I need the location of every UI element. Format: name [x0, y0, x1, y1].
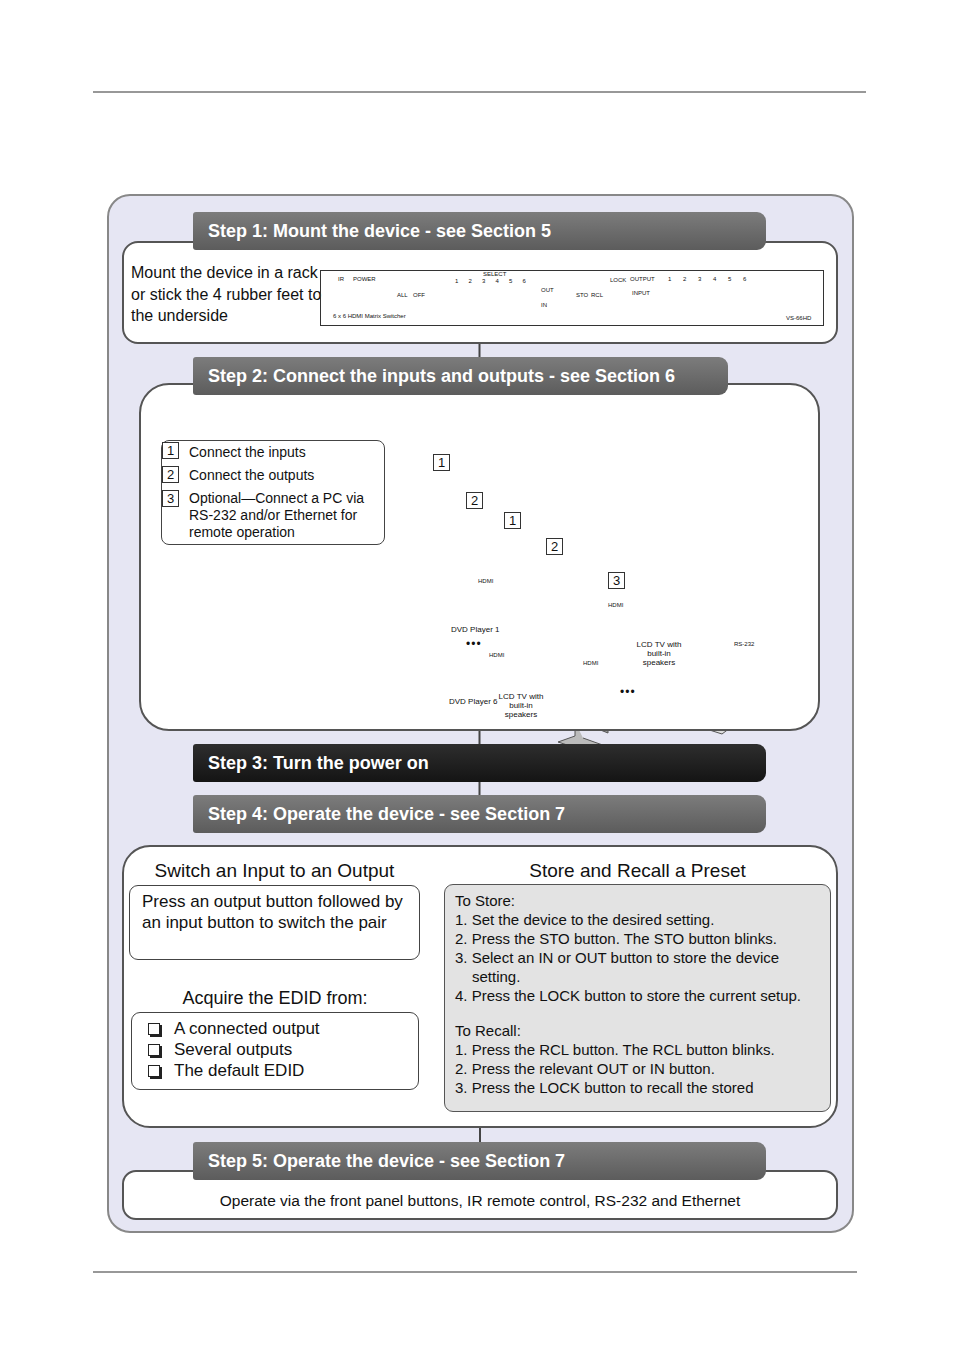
part-label: STO: [576, 292, 588, 299]
front-panel: 6 x 6 HDMI Matrix Switcher: [320, 270, 824, 326]
step-body: Mount the device in a rack or stick the …: [131, 262, 323, 327]
part-label: 5: [509, 278, 512, 285]
rule-line: [93, 91, 866, 92]
part-label: HDMI: [583, 660, 598, 667]
part-label: DVD Player 1: [451, 625, 499, 634]
part-label: IN: [541, 302, 547, 309]
part-label: LOCK: [610, 277, 626, 284]
part-label: 3: [482, 278, 485, 285]
connector: [479, 731, 481, 744]
part-label: RCL: [591, 292, 603, 299]
legend-box: Connect the inputsConnect the outputsOpt…: [161, 440, 385, 545]
callout-number: 1: [504, 512, 521, 529]
box-text: Press an output button followed by an in…: [142, 891, 407, 933]
step-band: Step 3: Turn the power on: [193, 744, 766, 782]
outer-panel: [108, 195, 853, 1232]
step-heading: Step 3: Turn the power on: [208, 753, 429, 773]
part-label: HDMI: [489, 652, 504, 659]
box-frame: To Store:1. Set the device to the desire…: [444, 884, 831, 1112]
box-text: A connected output: [174, 1018, 408, 1039]
box-text: 1. Set the device to the desired setting…: [455, 910, 820, 929]
box-heading: Switch an Input to an Output: [129, 858, 420, 885]
part-label: HDMI: [478, 578, 493, 585]
step-heading: Step 2: Connect the inputs and outputs -…: [208, 366, 675, 386]
box-text: 2. Press the relevant OUT or IN button.: [455, 1059, 820, 1078]
part-label: LCD TV with built-in speakers: [633, 640, 685, 667]
part-label: 2: [683, 276, 686, 283]
step-box: Step 2: Connect the inputs and outputs -…: [139, 357, 820, 731]
part-label: 6: [523, 278, 526, 285]
callout-number: 1: [162, 442, 179, 459]
legend-item: Connect the outputs: [189, 467, 378, 484]
legend-item: Connect the inputs: [189, 444, 378, 461]
callout-number: 1: [433, 454, 450, 471]
box-text: 4. Press the LOCK button to store the cu…: [455, 986, 820, 1005]
ellipsis: •••: [466, 638, 482, 650]
rule-line: [93, 1271, 857, 1272]
step-band: Step 5: Operate the device - see Section…: [193, 1142, 766, 1180]
part-label: OUTPUT: [630, 276, 655, 283]
preset-box: Store and Recall a PresetTo Store:1. Set…: [444, 858, 831, 1112]
panel-model-text: 6 x 6 HDMI Matrix Switcher: [333, 313, 406, 319]
part-label: SELECT: [483, 271, 506, 278]
box-frame: Press an output button followed by an in…: [129, 885, 420, 960]
part-label: 4: [496, 278, 499, 285]
part-label: 3: [698, 276, 701, 283]
step-heading: Step 1: Mount the device - see Section 5: [208, 221, 551, 241]
box-text: The default EDID: [174, 1060, 408, 1081]
step-box: Step 4: Operate the device - see Section…: [122, 795, 838, 1128]
body-text: Operate via the front panel buttons, IR …: [122, 1190, 838, 1212]
connector: [479, 344, 481, 357]
part-label: 1: [668, 276, 671, 283]
part-label: VS-66HD: [786, 315, 811, 322]
box-heading: Store and Recall a Preset: [444, 858, 831, 884]
part-label: RS-232: [734, 641, 754, 648]
callout-number: 3: [608, 572, 625, 589]
step-box: Step 5: Operate the device - see Section…: [122, 1142, 838, 1220]
part-label: 1: [455, 278, 458, 285]
part-label: OUT: [541, 287, 554, 294]
part-label: LCD TV with built-in speakers: [498, 692, 544, 719]
step-band: Step 2: Connect the inputs and outputs -…: [193, 357, 728, 395]
step-frame: [139, 383, 820, 731]
body-text: Mount the device in a rack or stick the …: [131, 262, 323, 327]
box-text: 3. Press the LOCK button to recall the s…: [455, 1078, 820, 1097]
step-heading: Step 4: Operate the device - see Section…: [208, 804, 565, 824]
callout-number: 2: [466, 492, 483, 509]
connector: [479, 782, 481, 795]
legend-item: Optional—Connect a PC via RS-232 and/or …: [189, 490, 378, 541]
part-label: 4: [713, 276, 716, 283]
callout-number: 2: [546, 538, 563, 555]
box-frame: A connected outputSeveral outputsThe def…: [131, 1012, 419, 1090]
box-text: To Store:: [455, 891, 820, 910]
instruction-box: Acquire the EDID from:A connected output…: [131, 985, 419, 1090]
step-heading: Step 5: Operate the device - see Section…: [208, 1151, 565, 1171]
box-text: Several outputs: [174, 1039, 408, 1060]
part-label: 5: [728, 276, 731, 283]
box-heading: Acquire the EDID from:: [131, 985, 419, 1012]
part-label: DVD Player 6: [449, 697, 497, 706]
callout-number: 2: [162, 466, 179, 483]
step-band: Step 4: Operate the device - see Section…: [193, 795, 766, 833]
step-band: Step 1: Mount the device - see Section 5: [193, 212, 766, 250]
part-label: OFF: [413, 292, 425, 299]
instruction-box: Switch an Input to an OutputPress an out…: [129, 858, 420, 960]
callout-number: 3: [162, 490, 179, 507]
part-label: INPUT: [632, 290, 650, 297]
connector: [479, 1128, 481, 1142]
step-body: Operate via the front panel buttons, IR …: [122, 1190, 838, 1212]
box-text: 2. Press the STO button. The STO button …: [455, 929, 820, 948]
part-label: HDMI: [608, 602, 623, 609]
box-text: To Recall:: [455, 1021, 820, 1040]
part-label: ALL: [397, 292, 408, 299]
ellipsis: •••: [620, 686, 636, 698]
box-text: 1. Press the RCL button. The RCL button …: [455, 1040, 820, 1059]
part-label: 2: [469, 278, 472, 285]
part-label: IR: [338, 276, 344, 283]
part-label: POWER: [353, 276, 376, 283]
box-text: 3. Select an IN or OUT button to store t…: [455, 948, 820, 986]
part-label: 6: [743, 276, 746, 283]
